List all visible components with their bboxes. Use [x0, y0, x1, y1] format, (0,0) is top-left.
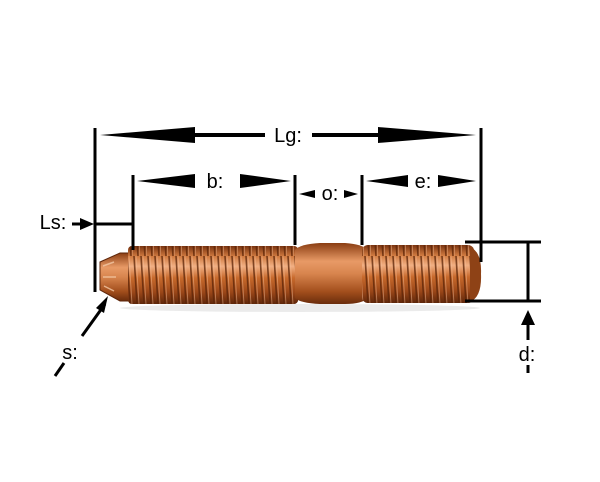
unthreaded-middle: [295, 243, 368, 304]
dimension-s: s:: [53, 296, 108, 377]
label-o: o:: [322, 183, 339, 205]
dimension-d: d:: [519, 243, 536, 373]
label-d: d:: [519, 344, 536, 366]
dimension-b: b:: [137, 171, 291, 193]
dimension-ls: Ls:: [40, 212, 94, 234]
dimension-lines: [93, 128, 541, 303]
label-ls: Ls:: [40, 212, 67, 234]
stud-bolt: [99, 243, 482, 312]
dimension-e: e:: [366, 171, 476, 193]
label-b: b:: [207, 171, 224, 193]
label-s: s:: [62, 342, 78, 364]
label-lg: Lg:: [274, 125, 302, 147]
dimension-lg: Lg:: [100, 125, 476, 147]
dimension-o: o:: [299, 183, 358, 205]
label-e: e:: [415, 171, 432, 193]
